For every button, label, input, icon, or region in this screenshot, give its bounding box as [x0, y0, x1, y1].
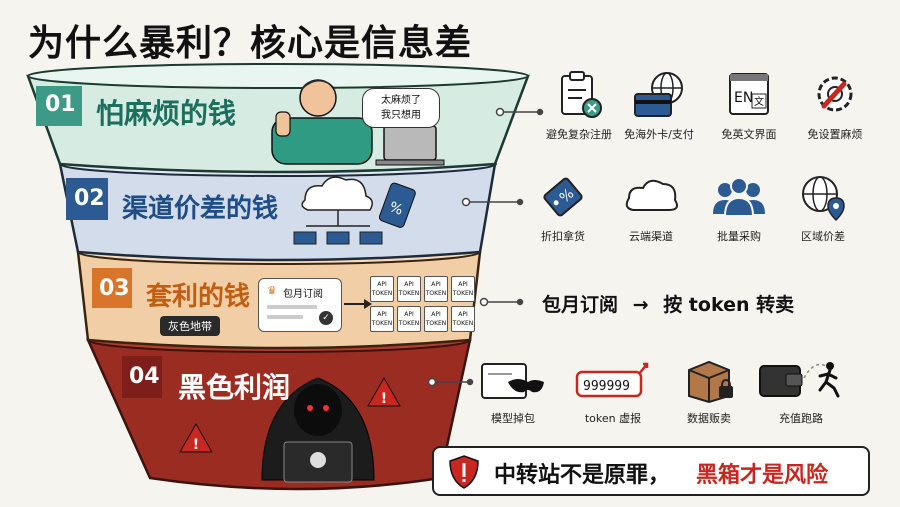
person-illustration: [271, 79, 445, 166]
layer-title-03: 套利的钱: [146, 282, 251, 312]
funnel-layer-02: [58, 162, 497, 262]
item-label: token 虚报: [584, 412, 642, 425]
item-discount: % 折扣拿货: [518, 172, 608, 244]
bubble-line-1: 太麻烦了: [381, 95, 421, 106]
layer-title-04: 黑色利润: [178, 371, 291, 404]
crown-icon: ♛: [267, 284, 277, 297]
check-icon: ✓: [319, 311, 333, 325]
globe-card-icon: [634, 72, 683, 117]
summary-arrow: →: [632, 294, 649, 316]
layer-title-02: 渠道价差的钱: [122, 194, 279, 224]
summary-right: 按 token 转卖: [663, 294, 795, 316]
num-tab-01: [36, 86, 82, 126]
svg-text:文: 文: [754, 95, 764, 108]
wallet-run-icon: [759, 362, 840, 398]
layer-number-03: 03: [99, 276, 130, 301]
shield-alert-icon: [449, 455, 479, 489]
summary-left: 包月订阅: [542, 294, 619, 316]
item-regional: 区域价差: [778, 172, 868, 244]
counter-value: 999999: [583, 379, 630, 394]
box-lock-icon: [688, 360, 733, 404]
layer-number-02: 02: [74, 186, 105, 211]
svg-text:EN: EN: [734, 90, 753, 106]
cloud-network-illustration: %: [293, 176, 416, 245]
bubble-line-2: 我只想用: [381, 110, 421, 121]
item-no-english-ui: EN 文 免英文界面: [704, 70, 794, 142]
item-label: 免设置麻烦: [807, 128, 863, 141]
globe-pin-icon: [802, 176, 845, 222]
svg-text:!: !: [381, 391, 387, 407]
arbitrage-summary: 包月订阅 → 按 token 转卖: [542, 290, 794, 317]
wrench-gear-icon: [817, 76, 853, 112]
hacker-illustration: ! !: [179, 376, 401, 483]
item-label: 数据贩卖: [687, 412, 731, 425]
num-tab-03: [92, 268, 132, 308]
item-label: 区域价差: [801, 230, 845, 243]
svg-text:!: !: [193, 437, 199, 453]
subscription-label: 包月订阅: [283, 289, 323, 300]
item-label: 充值跑路: [779, 412, 823, 425]
item-bulk: 批量采购: [694, 172, 784, 244]
warning-text-2: 黑箱才是风险: [696, 463, 829, 488]
clipboard-x-icon: [561, 71, 602, 118]
item-label: 折扣拿货: [541, 230, 585, 243]
page-title: 为什么暴利？核心是信息差: [28, 23, 473, 64]
num-tab-02: [66, 178, 108, 220]
item-label: 免海外卡/支付: [624, 128, 694, 141]
svg-text:%: %: [387, 199, 405, 219]
item-token-inflate: 999999 token 虚报: [568, 360, 658, 426]
speech-bubble: 太麻烦了 我只想用: [362, 88, 440, 128]
item-label: 免英文界面: [721, 128, 777, 141]
subscription-card: ♛ 包月订阅 ✓: [258, 278, 342, 332]
num-tab-04: [122, 356, 162, 398]
users-icon: [713, 177, 765, 217]
layer-number-01: 01: [45, 92, 76, 117]
warning-text-1: 中转站不是原罪，: [494, 463, 671, 488]
layer-title-01: 怕麻烦的钱: [96, 97, 237, 130]
item-no-setup: 免设置麻烦: [790, 70, 880, 142]
item-label: 模型掉包: [491, 412, 535, 425]
item-cloud: 云端渠道: [606, 172, 696, 244]
counter-icon: 999999: [575, 362, 649, 398]
warning-box: 中转站不是原罪， 黑箱才是风险: [432, 446, 870, 496]
item-label: 云端渠道: [629, 230, 673, 243]
item-label: 避免复杂注册: [546, 128, 612, 141]
gray-zone-badge: 灰色地带: [160, 316, 220, 336]
en-doc-icon: EN 文: [729, 73, 769, 115]
card-line: [267, 305, 317, 309]
item-avoid-registration: 避免复杂注册: [534, 70, 624, 142]
item-recharge-runaway: 充值跑路: [756, 356, 846, 426]
connectors: [427, 107, 544, 387]
item-label: 批量采购: [717, 230, 761, 243]
cloud-icon: [625, 179, 678, 211]
item-no-foreign-card: 免海外卡/支付: [614, 70, 704, 142]
card-line: [267, 315, 303, 319]
mask-icon: [481, 363, 544, 399]
item-model-swap: 模型掉包: [468, 360, 558, 426]
item-data-selling: 数据贩卖: [664, 356, 754, 426]
discount-tag-icon: %: [543, 177, 583, 217]
layer-number-04: 04: [129, 364, 160, 389]
